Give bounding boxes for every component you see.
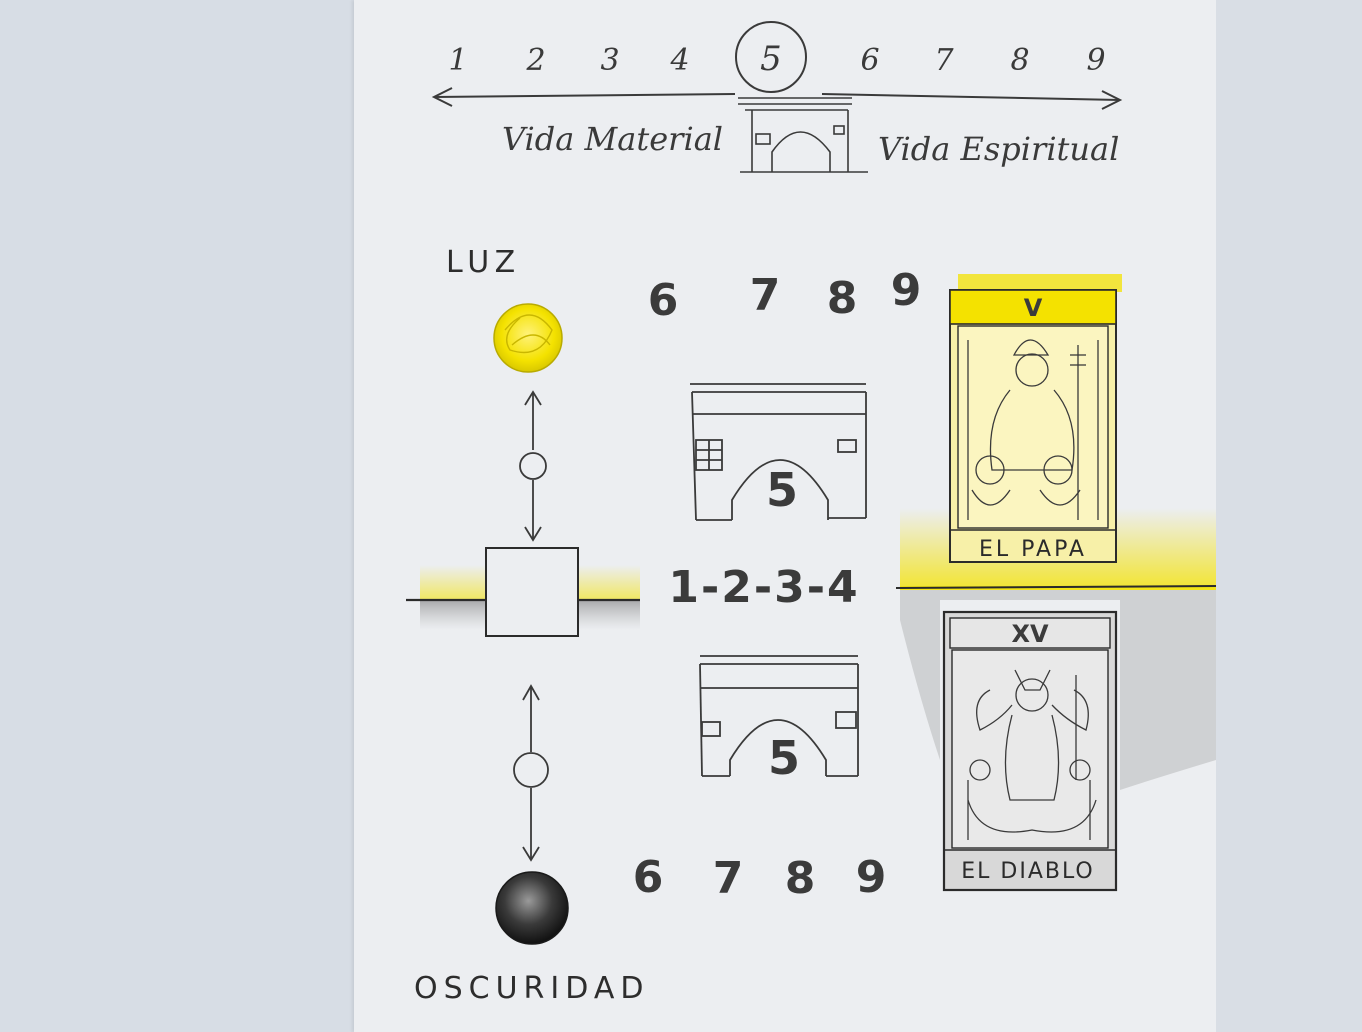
top-number-6: 6 — [648, 275, 679, 326]
number-scale: 1 2 3 4 5 6 7 8 9 Vida Material Vida Esp… — [434, 22, 1120, 172]
top-number-7: 7 — [750, 270, 781, 321]
cards-column: V EL PAPA XV — [896, 274, 1216, 890]
bottom-number-7: 7 — [713, 853, 744, 904]
sequence-1-2-3-4: 1-2-3-4 — [668, 562, 859, 613]
vida-espiritual-label: Vida Espiritual — [878, 130, 1119, 168]
oscuridad-label: OSCURIDAD — [414, 971, 649, 1006]
vida-material-label: Vida Material — [502, 120, 723, 158]
left-arrow — [434, 94, 735, 97]
scale-number-3: 3 — [600, 43, 619, 78]
scale-number-7: 7 — [934, 43, 954, 78]
scale-number-5: 5 — [760, 39, 782, 79]
scale-number-9: 9 — [1086, 43, 1105, 78]
diablo-title: EL DIABLO — [961, 859, 1095, 884]
upper-arch-number: 5 — [766, 463, 798, 517]
square-shape — [486, 548, 578, 636]
card-el-papa: V EL PAPA — [950, 290, 1116, 562]
bottom-number-8: 8 — [785, 853, 816, 904]
top-number-9: 9 — [891, 265, 922, 316]
upper-small-circle — [520, 453, 546, 479]
small-arch-icon — [738, 98, 868, 172]
scale-number-1: 1 — [448, 43, 467, 78]
bottom-number-9: 9 — [856, 852, 887, 903]
right-arrow — [822, 94, 1120, 100]
scale-number-8: 8 — [1010, 43, 1029, 78]
papa-title: EL PAPA — [979, 537, 1087, 562]
card-el-diablo: XV EL DIABLO — [944, 612, 1116, 890]
top-number-8: 8 — [827, 273, 858, 324]
scale-number-2: 2 — [525, 43, 545, 78]
dark-sphere-icon — [496, 872, 568, 944]
sun-icon — [494, 304, 562, 372]
luz-column: LUZ OSCURIDAD — [406, 245, 649, 1006]
lower-small-circle — [514, 753, 548, 787]
scale-number-6: 6 — [860, 43, 879, 78]
papa-numeral: V — [1024, 294, 1043, 322]
lower-arch-number: 5 — [768, 731, 800, 785]
bottom-number-6: 6 — [633, 852, 664, 903]
diablo-numeral: XV — [1011, 620, 1049, 648]
luz-label: LUZ — [446, 245, 521, 280]
scale-number-4: 4 — [669, 43, 689, 78]
middle-column: 6 7 8 9 5 1-2-3-4 — [633, 265, 922, 904]
